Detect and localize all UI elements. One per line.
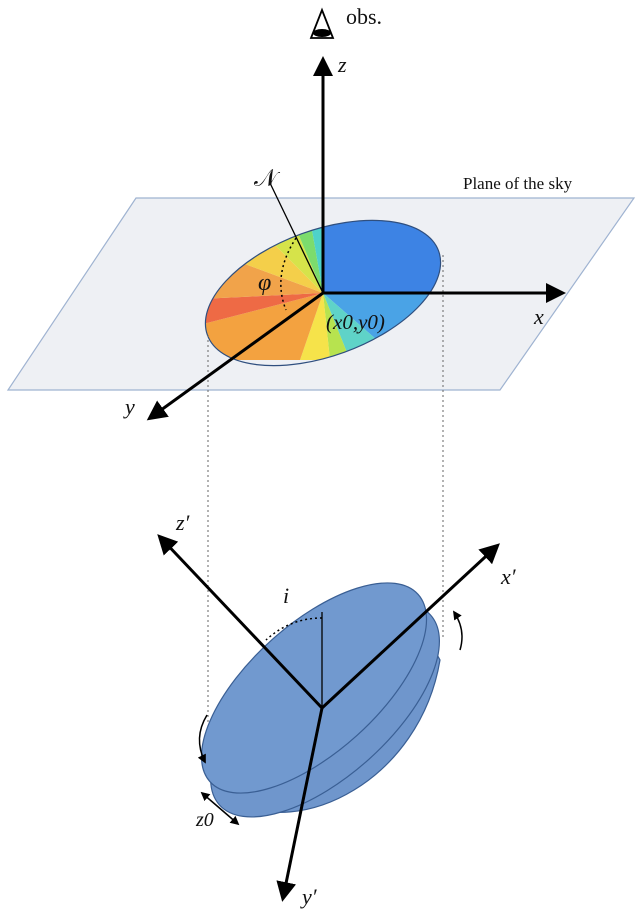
observer-label: obs. bbox=[346, 4, 382, 29]
thickness-arrow bbox=[200, 791, 240, 826]
yp-axis-label: y′ bbox=[300, 884, 318, 909]
y-axis-label: y bbox=[123, 394, 135, 419]
z-axis-label: z bbox=[337, 52, 347, 77]
center-label: (x0,y0) bbox=[326, 310, 385, 334]
rotation-arrow-right-icon bbox=[453, 610, 463, 651]
xp-axis bbox=[320, 543, 500, 710]
north-label: 𝒩 bbox=[254, 166, 281, 192]
sky-disk-outline bbox=[204, 219, 442, 367]
xp-axis-label: x′ bbox=[500, 564, 517, 589]
phi-label: φ bbox=[258, 270, 271, 296]
inclined-disk bbox=[200, 582, 441, 818]
zp-axis bbox=[157, 534, 324, 710]
rotation-arrow-left-icon bbox=[197, 714, 208, 764]
y-axis bbox=[146, 291, 324, 421]
disk-top-face bbox=[200, 582, 428, 794]
x-axis-label: x bbox=[533, 304, 544, 329]
eye-icon bbox=[309, 7, 335, 39]
zp-axis-label: z′ bbox=[175, 510, 191, 535]
inclination-arc bbox=[265, 617, 323, 641]
yp-axis bbox=[276, 707, 324, 902]
thickness-label: z0 bbox=[195, 809, 214, 831]
inclination-label: i bbox=[283, 583, 289, 608]
plane-label: Plane of the sky bbox=[463, 174, 573, 193]
north-line bbox=[269, 182, 324, 294]
